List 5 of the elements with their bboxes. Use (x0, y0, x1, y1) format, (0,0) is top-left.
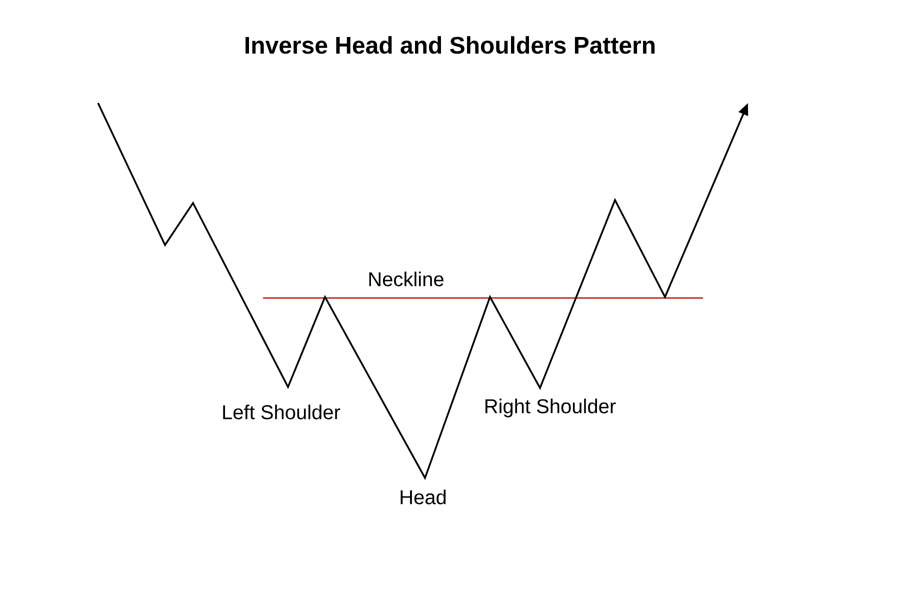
title: Inverse Head and Shoulders Pattern (246, 36, 655, 54)
pattern-label: Neckline (366, 270, 446, 288)
pattern-label: Left Shoulder (220, 404, 342, 420)
pattern-label: Right Shoulder (482, 398, 618, 418)
pattern-label: Head (398, 488, 448, 506)
